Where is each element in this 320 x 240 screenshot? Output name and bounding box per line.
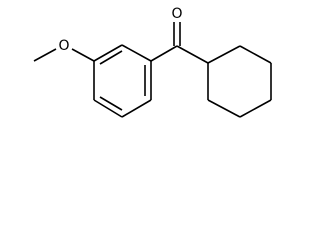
ring-bond — [93, 99, 123, 118]
cyclohexyl-ring — [207, 45, 272, 118]
cyclohexyl-bond — [207, 99, 241, 118]
cyclohexyl-bond — [207, 45, 241, 64]
ether-oxygen-label: O — [58, 38, 69, 54]
cyclohexyl-bond — [239, 99, 272, 118]
ring-bond — [93, 44, 123, 62]
benzene-ring — [93, 44, 152, 118]
chemical-structure: O O — [33, 6, 272, 118]
carbonyl-to-ring-bond — [150, 45, 178, 62]
ring-inner-double-bond — [99, 50, 123, 65]
ring-to-oxygen-bond — [71, 48, 95, 62]
carbonyl-group: O — [150, 6, 209, 64]
ring-inner-double-bond — [99, 96, 123, 111]
ring-bond — [121, 44, 152, 62]
methoxy-group: O — [33, 38, 95, 62]
ring-bond — [121, 99, 152, 118]
cyclohexyl-bond — [239, 45, 272, 64]
oxygen-to-methyl-bond — [33, 48, 57, 62]
carbonyl-oxygen-label: O — [171, 6, 182, 22]
carbonyl-to-cyclohexyl-bond — [176, 45, 209, 64]
